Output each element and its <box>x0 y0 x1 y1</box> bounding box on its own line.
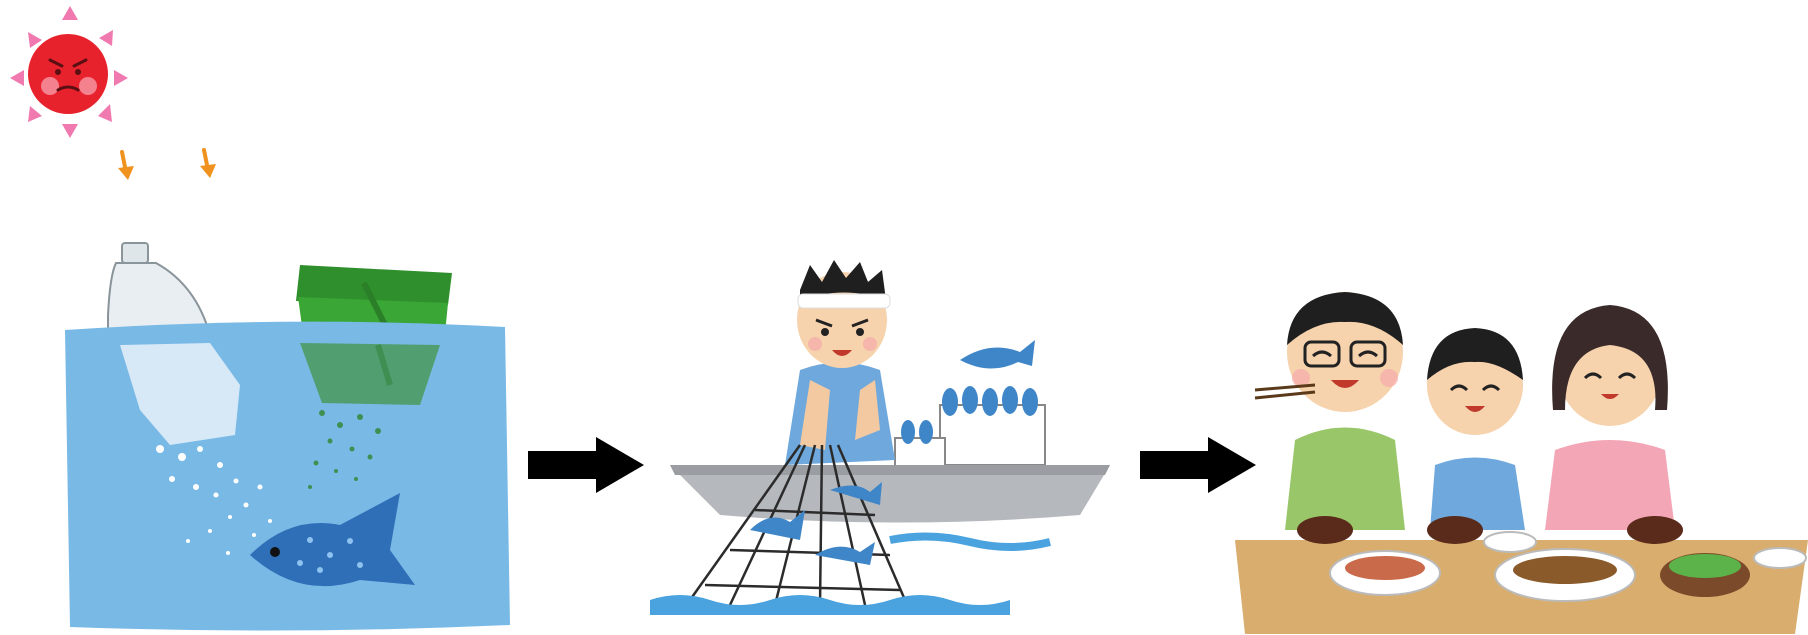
son-icon <box>1427 328 1525 530</box>
mother-icon <box>1545 305 1675 530</box>
sun-icon <box>0 0 240 200</box>
right-arrow-icon <box>1140 435 1260 495</box>
ocean-plastic-icon <box>60 235 520 635</box>
fish-icon <box>250 493 415 587</box>
right-arrow-icon <box>528 435 648 495</box>
family-meal-icon <box>1235 290 1808 634</box>
boat-icon <box>670 465 1110 523</box>
father-icon <box>1254 292 1405 530</box>
uv-arrow-icon <box>118 148 216 180</box>
fisherman-icon <box>650 260 1120 630</box>
